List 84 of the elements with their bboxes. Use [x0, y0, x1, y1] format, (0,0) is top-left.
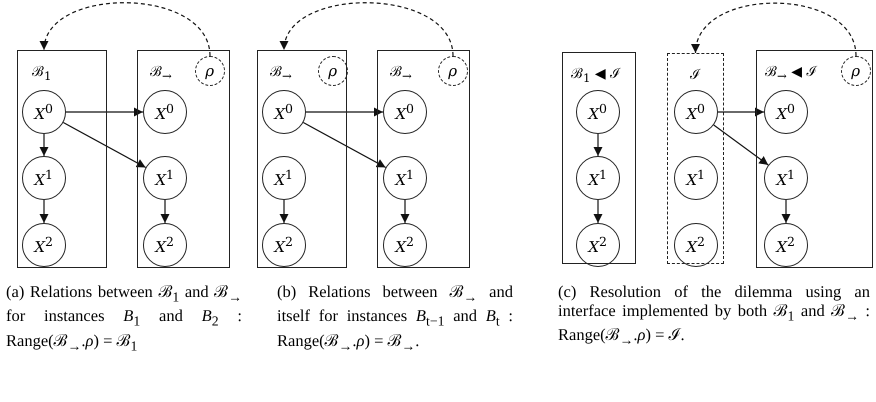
- plate-box: [377, 50, 470, 268]
- dependency-arrow: [303, 122, 386, 168]
- plate-label: ℬ$_{1}$ ◀ ℐ: [571, 65, 620, 85]
- variable-circle: [262, 156, 306, 200]
- variable-label: X$^{0}$: [776, 100, 795, 123]
- variable-circle: [22, 90, 66, 134]
- variable-label: ρ: [851, 62, 860, 80]
- variable-circle: [674, 222, 718, 267]
- variable-circle: [382, 90, 427, 134]
- variable-label: X$^{2}$: [395, 234, 414, 256]
- dependency-arrow: [400, 200, 410, 223]
- variable-label: X$^{1}$: [588, 166, 607, 189]
- plate-label: ℬ$_{→}$ ◀ ℐ: [765, 63, 816, 83]
- variable-circle: [382, 156, 427, 200]
- variable-circle: [764, 222, 808, 267]
- dependency-arrow: [306, 108, 383, 116]
- figure-caption: (c) Resolution of the dilemma using an interface implemented by both ℬ$_{1}$ and ℬ$_{→}$ : Range(ℬ$_{→}$.ρ) = ℐ.: [558, 282, 870, 350]
- variable-circle: [764, 90, 808, 134]
- variable-label: X$^{0}$: [588, 100, 607, 123]
- variable-circle: [142, 222, 187, 267]
- plate-box: [756, 50, 873, 268]
- parameter-circle: [840, 56, 871, 86]
- variable-circle: [576, 156, 620, 200]
- variable-label: X$^{1}$: [776, 166, 795, 189]
- variable-circle: [22, 222, 66, 267]
- variable-label: X$^{0}$: [274, 100, 293, 123]
- parameter-circle: [438, 56, 468, 86]
- variable-label: X$^{2}$: [34, 234, 53, 256]
- variable-circle: [764, 156, 808, 200]
- variable-label: X$^{2}$: [155, 234, 174, 256]
- plate-box: [667, 53, 724, 264]
- figure-caption: (b) Relations between ℬ$_{→}$ and itself for instances B$_{t−1}$ and B$_{t}$ : Range(ℬ$_{→}$.ρ) = ℬ$_{→}$.: [277, 282, 513, 355]
- plate-label: ℬ$_{→}$: [270, 63, 292, 83]
- variable-circle: [262, 222, 306, 267]
- dependency-arrow: [160, 200, 170, 223]
- variable-label: ρ: [205, 62, 214, 80]
- variable-label: X$^{1}$: [274, 166, 293, 189]
- plate-box: [137, 50, 230, 268]
- dependency-arrow: [40, 200, 48, 223]
- dependency-arrow: [63, 122, 146, 168]
- variable-circle: [576, 222, 620, 267]
- variable-label: X$^{0}$: [395, 100, 414, 123]
- variable-label: X$^{0}$: [34, 100, 53, 123]
- variable-label: X$^{0}$: [686, 100, 705, 123]
- variable-circle: [674, 90, 718, 134]
- variable-label: X$^{1}$: [395, 166, 414, 189]
- plate-label: ℐ: [690, 66, 700, 83]
- variable-label: X$^{1}$: [34, 166, 53, 189]
- variable-label: ρ: [328, 62, 338, 80]
- dependency-arrow: [782, 200, 790, 223]
- dependency-arrow: [713, 124, 769, 166]
- variable-label: X$^{0}$: [155, 100, 174, 123]
- plate-label: ℬ$_{→}$: [150, 63, 172, 83]
- variable-label: X$^{2}$: [274, 234, 293, 256]
- dependency-arrow: [66, 108, 143, 116]
- variable-label: ρ: [448, 62, 458, 80]
- variable-label: X$^{2}$: [588, 234, 607, 256]
- dependency-arrow: [594, 200, 602, 223]
- reference-arrow: [692, 2, 857, 56]
- plate-label: ℬ$_{→}$: [390, 63, 412, 83]
- dependency-arrow: [718, 108, 764, 116]
- plate-box: [562, 52, 636, 264]
- plate-box: [257, 50, 347, 268]
- variable-circle: [22, 156, 66, 200]
- variable-circle: [576, 90, 620, 134]
- reference-arrow: [282, 2, 454, 56]
- variable-label: X$^{1}$: [686, 166, 705, 189]
- dependency-arrow: [594, 134, 602, 156]
- variable-label: X$^{2}$: [686, 234, 705, 256]
- dependency-arrow: [40, 134, 48, 156]
- variable-circle: [674, 156, 718, 200]
- variable-circle: [262, 90, 306, 134]
- reference-arrow: [42, 2, 211, 56]
- figure-caption: (a) Relations between ℬ$_{1}$ and ℬ$_{→}$ for instances B$_{1}$ and B$_{2}$ : Range(ℬ$_{→}$.ρ) = ℬ$_{1}$: [6, 282, 242, 355]
- parameter-circle: [194, 56, 225, 86]
- variable-circle: [142, 90, 187, 134]
- variable-circle: [142, 156, 187, 200]
- dependency-arrow: [280, 200, 288, 223]
- parameter-circle: [318, 56, 348, 86]
- plate-label: ℬ$_{1}$: [32, 63, 52, 83]
- variable-label: X$^{2}$: [776, 234, 795, 256]
- variable-label: X$^{1}$: [155, 166, 174, 189]
- variable-circle: [382, 222, 427, 267]
- plate-box: [17, 50, 107, 268]
